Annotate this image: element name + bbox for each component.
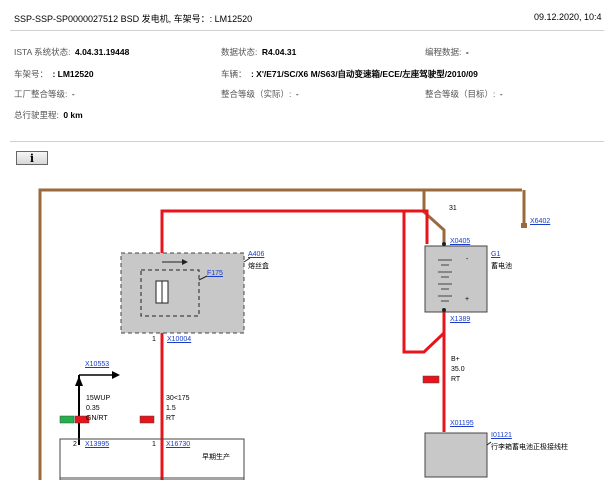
wire-15wup-name: 15WUP — [86, 395, 111, 402]
wire-15wup-color: GN/RT — [86, 415, 108, 422]
wire-30-size: 1.5 — [166, 405, 176, 412]
x10004-link[interactable]: X10004 — [167, 336, 192, 343]
target-integration-label: 整合等级（目标）: — [425, 89, 496, 99]
print-date: 09.12.2020, 10:4 — [534, 12, 602, 22]
red-wire-marker-15wup — [74, 415, 90, 424]
early-production-box — [59, 438, 245, 480]
programming-data: 编程数据: - — [425, 42, 469, 60]
brown-wire-branch[interactable] — [422, 188, 522, 212]
target-integration-value: - — [499, 89, 503, 99]
info-button[interactable]: i — [16, 151, 48, 165]
green-wire-marker — [59, 415, 75, 424]
target-integration-level: 整合等级（目标）: - — [425, 84, 503, 102]
data-status-value: R4.04.31 — [261, 47, 297, 57]
mileage-label: 总行驶里程: — [14, 110, 59, 120]
g1-name: 蓄电池 — [491, 263, 512, 270]
f175-leader — [198, 275, 208, 281]
x16730-link[interactable]: X16730 — [166, 441, 191, 448]
x0405-link[interactable]: X0405 — [450, 238, 471, 245]
x6402-terminal — [521, 223, 527, 228]
ista-status-value: 4.04.31.19448 — [74, 47, 130, 57]
f175-fuse-outline[interactable] — [140, 269, 200, 317]
b-plus-label: B+ — [451, 356, 460, 363]
ista-status-label: ISTA 系统状态: — [14, 47, 71, 57]
x1389-link[interactable]: X1389 — [450, 316, 471, 323]
red-b-plus-wire[interactable] — [402, 211, 446, 354]
b-plus-size: 35.0 — [451, 366, 465, 373]
battery-plus-sign: + — [465, 296, 470, 303]
wire-15wup-size: 0.35 — [86, 405, 100, 412]
vehicle-value: : X'/E71/SC/X6 M/S63/自动变速箱/ECE/左座驾驶型/201… — [250, 69, 478, 79]
header-divider — [10, 30, 604, 31]
i01121-name: 行李箱蓄电池正极接线柱 — [491, 444, 568, 451]
actual-integration-value: - — [295, 89, 299, 99]
data-status-label: 数据状态: — [221, 47, 258, 57]
info-divider — [10, 141, 604, 142]
f175-link[interactable]: F175 — [207, 270, 223, 277]
wire-30-color: RT — [166, 415, 176, 422]
a406-leader — [243, 257, 251, 263]
x10004-pin-number: 1 — [152, 336, 156, 343]
wire-31-label: 31 — [449, 205, 457, 212]
a406-fuse-box[interactable] — [120, 252, 245, 334]
g1-link[interactable]: G1 — [491, 251, 501, 258]
factory-integration-level: 工厂整合等级: - — [14, 84, 75, 102]
red-power-wire-top[interactable] — [160, 209, 429, 480]
i01121-leader — [486, 441, 492, 446]
brown-ground-wire[interactable] — [38, 188, 446, 480]
fuse-box-arrow-head — [182, 259, 188, 265]
x13995-pin-number: 2 — [73, 441, 77, 448]
actual-integration-label: 整合等级（实际）: — [221, 89, 292, 99]
b-plus-color: RT — [451, 376, 461, 383]
x13995-link[interactable]: X13995 — [85, 441, 110, 448]
a406-name: 熔丝盒 — [248, 263, 269, 270]
x10553-link[interactable]: X10553 — [85, 361, 110, 368]
wire-30-name: 30<175 — [166, 395, 190, 402]
early-production-label: 早期生产 — [202, 454, 230, 461]
x1389-pin — [442, 308, 446, 312]
x10553-arrow-head — [112, 371, 120, 379]
mileage: 总行驶里程: 0 km — [14, 105, 83, 123]
factory-integration-value: - — [71, 89, 75, 99]
red-wire-marker-b-plus — [422, 375, 440, 384]
vin-label: 车架号： — [14, 69, 49, 79]
x01195-link[interactable]: X01195 — [450, 420, 474, 427]
mileage-value: 0 km — [63, 110, 83, 120]
i01121-terminal[interactable] — [424, 432, 488, 478]
i01121-link[interactable]: I01121 — [491, 432, 512, 439]
vin-value: : LM12520 — [52, 69, 94, 79]
data-status: 数据状态: R4.04.31 — [221, 42, 296, 60]
vehicle-label: 车辆： — [221, 69, 247, 79]
battery-minus-sign: - — [466, 256, 469, 263]
g1-battery[interactable] — [424, 245, 488, 313]
x6402-link[interactable]: X6402 — [530, 218, 551, 225]
programming-data-label: 编程数据: — [425, 47, 462, 57]
a406-link[interactable]: A406 — [248, 251, 265, 258]
x10553-up-arrow — [75, 376, 83, 386]
x16730-pin-number: 1 — [152, 441, 156, 448]
programming-data-value: - — [465, 47, 469, 57]
factory-integration-label: 工厂整合等级: — [14, 89, 68, 99]
ista-status: ISTA 系统状态: 4.04.31.19448 — [14, 42, 129, 60]
red-wire-marker-30 — [139, 415, 155, 424]
document-title: SSP-SSP-SP0000027512 BSD 发电机, 车架号：: LM12… — [14, 14, 253, 24]
actual-integration-level: 整合等级（实际）: - — [221, 84, 299, 102]
vin: 车架号： : LM12520 — [14, 64, 94, 82]
x0405-pin — [442, 242, 446, 246]
vehicle: 车辆： : X'/E71/SC/X6 M/S63/自动变速箱/ECE/左座驾驶型… — [221, 64, 478, 82]
battery-cells — [438, 259, 452, 302]
